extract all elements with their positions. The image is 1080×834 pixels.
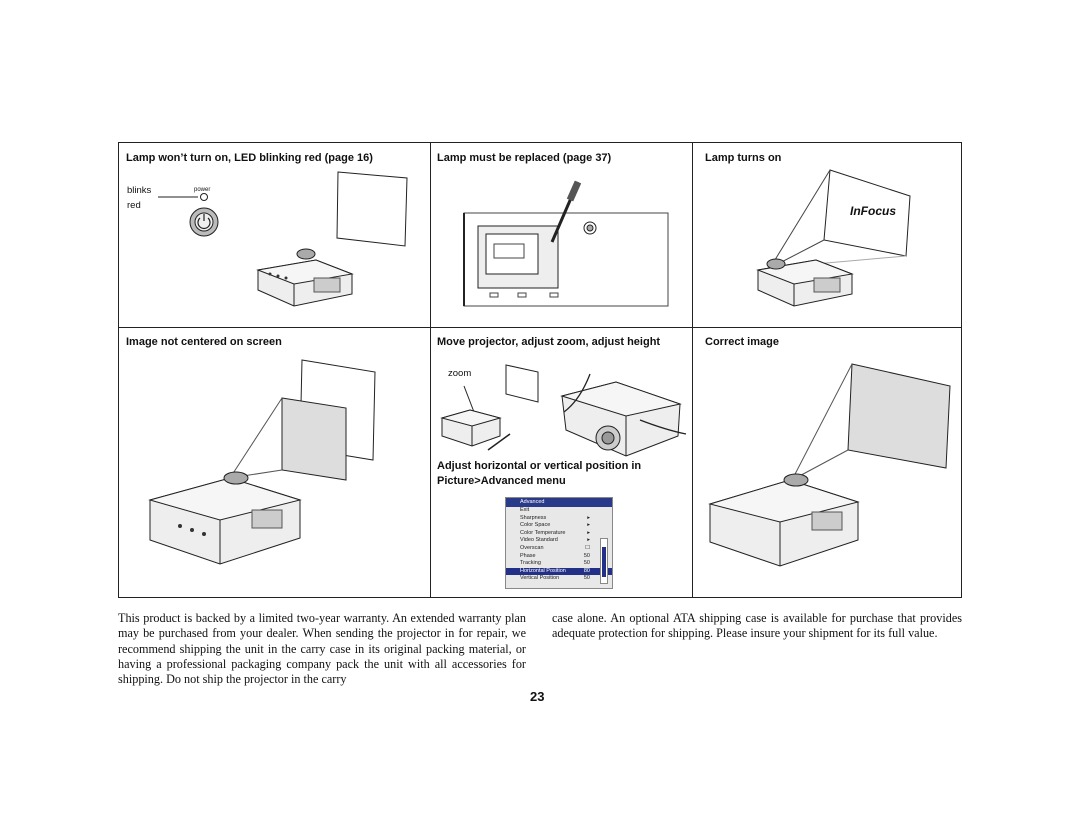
lamp-on-illustration: InFocus [756,169,911,307]
small-screen [505,364,539,403]
menu-item-overscan: Overscan☐ [520,544,590,551]
infocus-logo: InFocus [850,204,896,218]
lamp-off-illustration [158,171,408,307]
projected-image [281,397,347,481]
grid-divider-vertical-1 [430,143,431,597]
correct-image-illustration [708,363,951,567]
caption-lamp-replaced: Lamp must be replaced (page 37) [437,152,612,164]
hands-projector-icon [560,373,687,457]
grid-divider-horizontal [119,327,961,328]
caption-move-projector: Move projector, adjust zoom, adjust heig… [437,336,661,348]
small-projector-icon [440,409,502,447]
lamp-replace-illustration [463,180,669,307]
blank-screen [336,171,408,247]
caption-lamp-wont-turn-on: Lamp won’t turn on, LED blinking red (pa… [126,152,373,164]
power-led-icon [200,193,208,201]
caption-lamp-turns-on: Lamp turns on [705,152,782,164]
menu-item-exit: Exit [520,507,530,513]
menu-item-color-temperature: Color Temperature▸ [520,529,590,536]
caption-correct-image: Correct image [705,336,779,348]
adjust-projector-illustration [440,364,687,457]
grid-divider-vertical-2 [692,143,693,597]
off-center-illustration [148,359,376,565]
caption-adjust-position-line1: Adjust horizontal or vertical position i… [437,460,642,472]
menu-item-sharpness: Sharpness▸ [520,514,590,521]
move-arrow-icon [487,433,511,451]
label-zoom: zoom [448,368,472,379]
menu-item-color-space: Color Space▸ [520,522,590,529]
projector-icon [256,248,354,307]
diagram-grid [118,142,962,598]
label-blinks: blinks [127,185,152,196]
label-power: power [194,187,211,193]
caption-adjust-position-line2: Picture>Advanced menu [437,475,566,487]
projector-icon [708,473,860,567]
menu-title: Advanced [506,498,612,507]
caption-image-not-centered: Image not centered on screen [126,336,282,348]
menu-scrollbar [600,538,608,584]
projector-icon [756,258,854,307]
label-red: red [127,200,141,211]
menu-item-video-standard: Video Standard▸ [520,537,590,544]
page-number: 23 [530,689,545,704]
menu-scroll-thumb [602,547,606,577]
body-text-column-2: case alone. An optional ATA shipping cas… [552,611,962,641]
projected-image [847,363,951,469]
body-text-column-1: This product is backed by a limited two-… [118,611,526,687]
projector-icon [148,471,302,565]
advanced-menu: Advanced Exit Sharpness▸ Color Space▸ Co… [505,497,613,589]
